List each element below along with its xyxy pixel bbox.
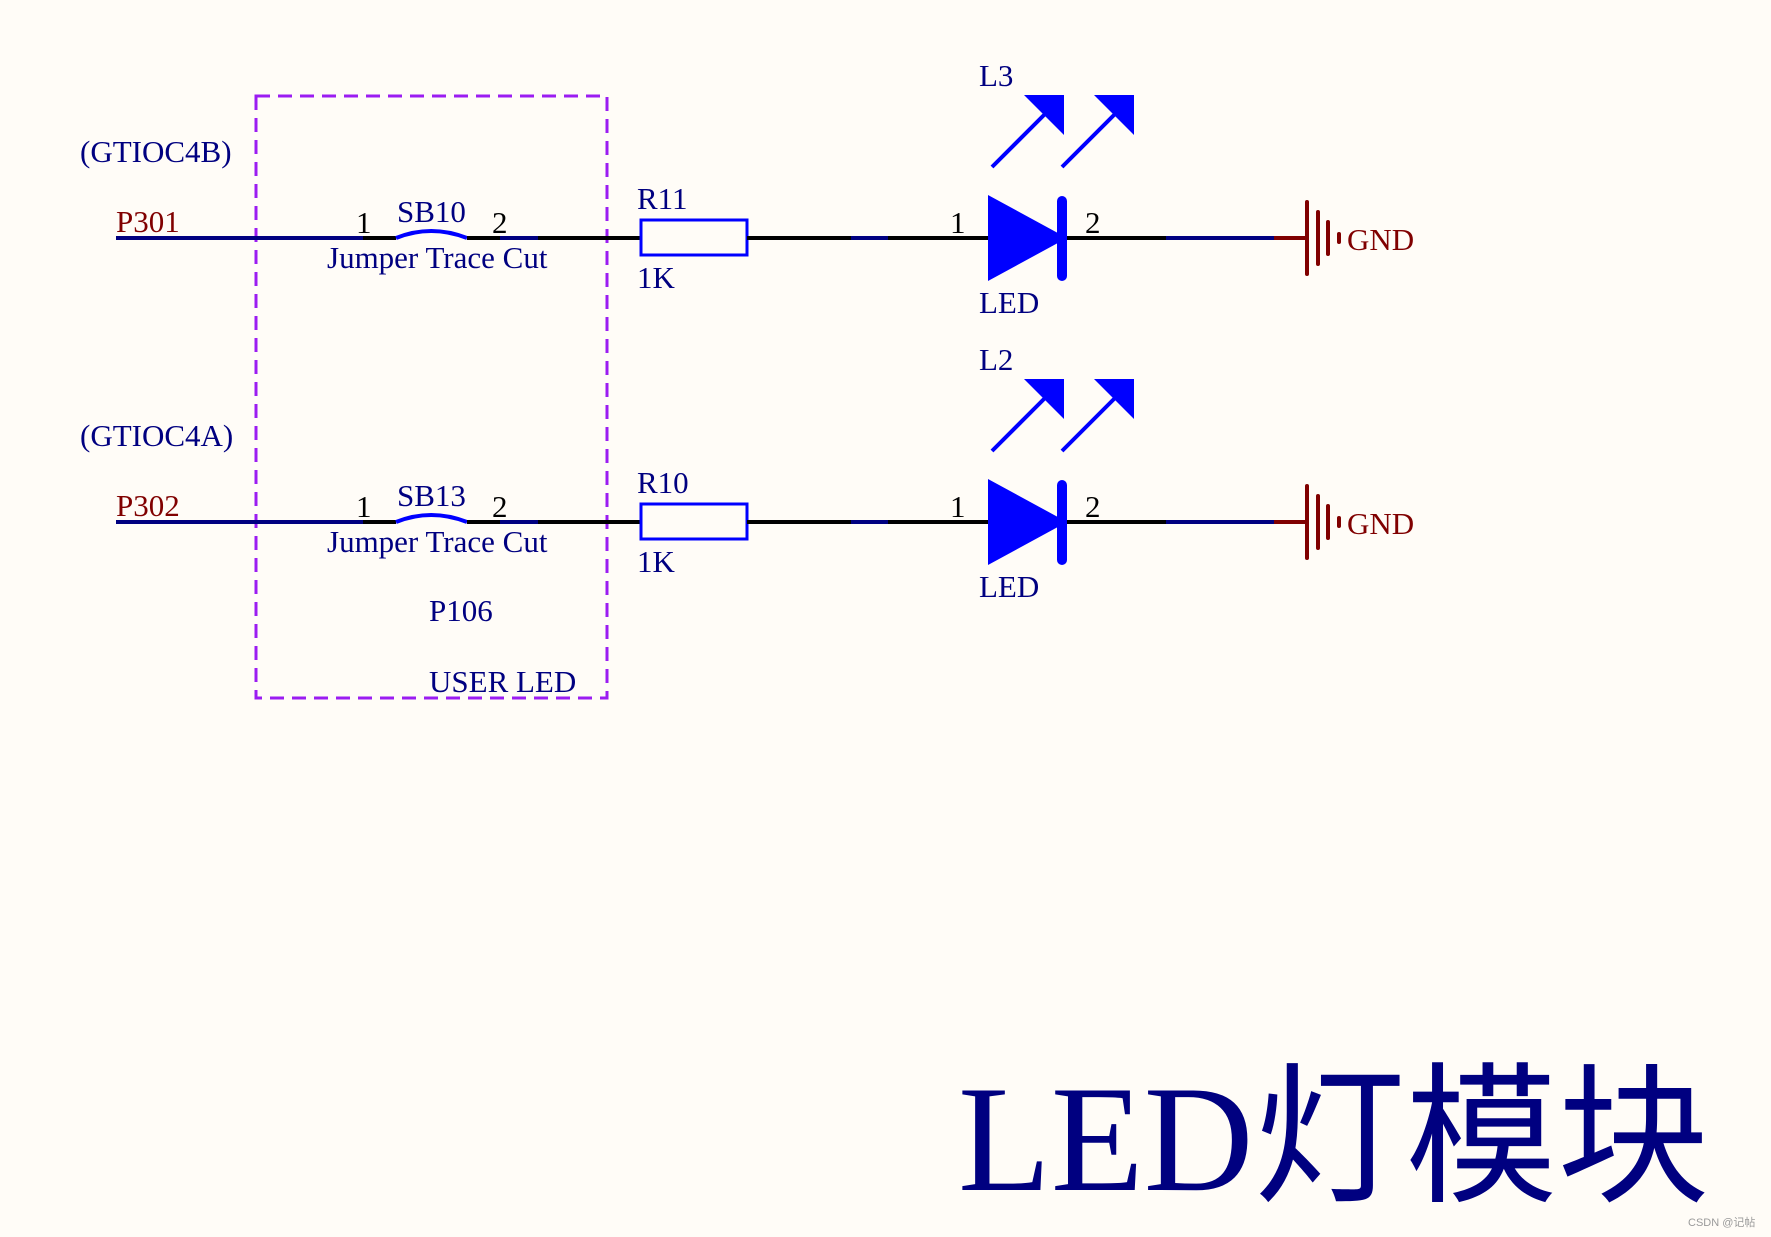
resistor-ref: R10 <box>637 465 689 500</box>
led-pin1: 1 <box>950 489 966 524</box>
jumper-desc: Jumper Trace Cut <box>327 524 548 559</box>
led-pin2: 2 <box>1085 205 1101 240</box>
gnd-label: GND <box>1347 222 1414 257</box>
box-label-p106: P106 <box>429 593 493 628</box>
ground-icon <box>1305 200 1341 276</box>
net-label-p301[interactable]: P301 <box>116 204 180 239</box>
resistor-ref: R11 <box>637 181 688 216</box>
led-ref: L3 <box>979 58 1013 93</box>
jumper-ref: SB13 <box>397 478 466 513</box>
jumper-pin2: 2 <box>492 205 508 240</box>
resistor-value: 1K <box>637 544 676 579</box>
light-emission-icon <box>990 379 1134 453</box>
resistor-body[interactable] <box>639 502 749 541</box>
channel-1: (GTIOC4B) P301 GND <box>80 58 1414 320</box>
jumper-arc <box>395 229 468 240</box>
resistor-body[interactable] <box>639 218 749 257</box>
jumper-arc <box>395 513 468 524</box>
jumper-pin1: 1 <box>356 489 372 524</box>
led-pin2: 2 <box>1085 489 1101 524</box>
watermark: CSDN @记帖 <box>1688 1216 1755 1229</box>
jumper-ref: SB10 <box>397 194 466 229</box>
led-anode-triangle[interactable] <box>988 195 1067 281</box>
signal-label: (GTIOC4A) <box>80 418 233 453</box>
signal-label: (GTIOC4B) <box>80 134 232 169</box>
light-emission-icon <box>990 95 1134 169</box>
jumper-pin1: 1 <box>356 205 372 240</box>
resistor-value: 1K <box>637 260 676 295</box>
led-value: LED <box>979 569 1039 604</box>
gnd-label: GND <box>1347 506 1414 541</box>
led-pin1: 1 <box>950 205 966 240</box>
user-led-box <box>254 94 609 700</box>
channel-2: (GTIOC4A) P302 GND 1 SB13 2 <box>80 342 1414 604</box>
box-label-user-led: USER LED <box>429 664 576 699</box>
module-title: LED灯模块 <box>958 1055 1709 1223</box>
led-anode-triangle[interactable] <box>988 479 1067 565</box>
jumper-desc: Jumper Trace Cut <box>327 240 548 275</box>
jumper-pin2: 2 <box>492 489 508 524</box>
led-ref: L2 <box>979 342 1013 377</box>
ground-icon <box>1305 484 1341 560</box>
net-label-p302[interactable]: P302 <box>116 488 180 523</box>
led-value: LED <box>979 285 1039 320</box>
